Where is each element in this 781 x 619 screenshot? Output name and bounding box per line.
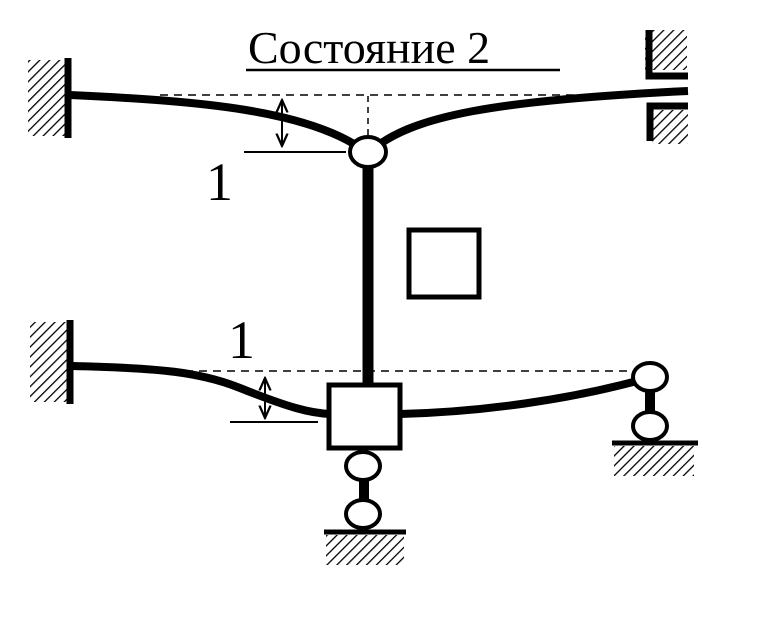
upper-hinge (348, 135, 388, 169)
upper-right-clamp-top-edge (645, 30, 688, 80)
upper-right-clamp-bottom-edge (646, 102, 688, 141)
upper-left-beam (69, 91, 369, 156)
lower-left-beam (71, 362, 331, 418)
bottom-support-lower-hinge (344, 498, 382, 530)
lower-deflection-label: 1 (228, 310, 255, 370)
square-symbol (406, 227, 482, 300)
right-support-ground-hatch (614, 446, 694, 476)
diagram-title: Состояние 2 (248, 22, 490, 73)
bottom-support-upper-hinge (344, 450, 382, 482)
right-support-lower-hinge (631, 410, 669, 442)
lower-left-wall-hatch (30, 322, 68, 402)
upper-right-beam (367, 87, 689, 155)
upper-deflection-label: 1 (206, 152, 233, 212)
bottom-support-ground-hatch (326, 535, 404, 565)
rigid-joint-box (326, 382, 403, 451)
right-support-upper-hinge (631, 361, 669, 393)
lower-right-beam (399, 374, 650, 418)
upper-right-clamp-bottom-hatch (652, 110, 688, 144)
upper-left-wall-hatch (28, 60, 66, 136)
